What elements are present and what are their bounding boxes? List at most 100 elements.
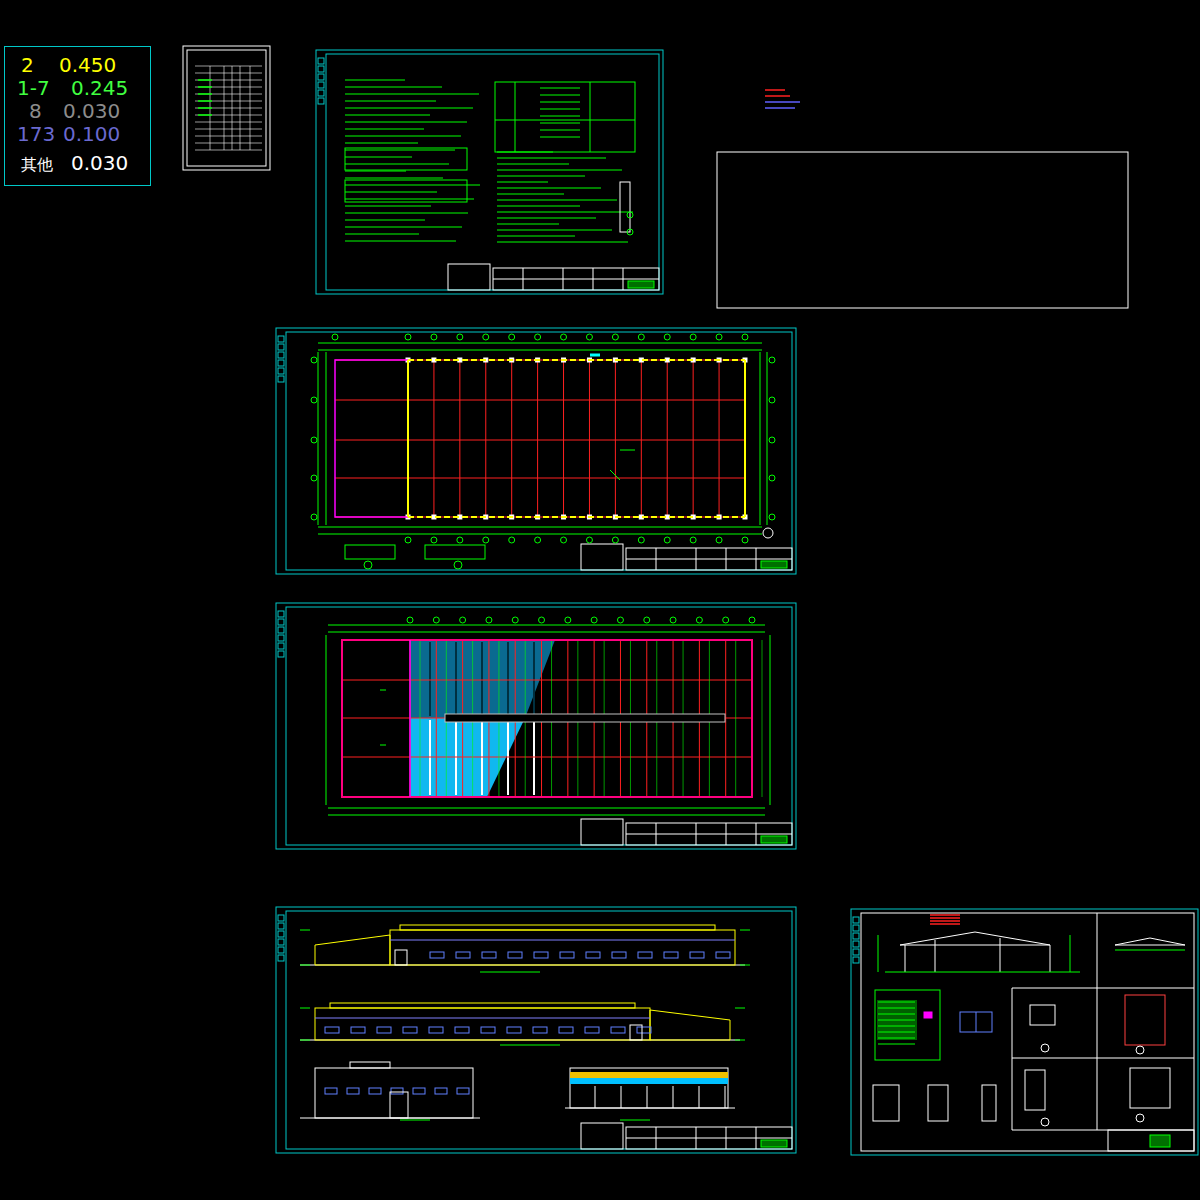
table-row bbox=[195, 143, 262, 144]
note-text-stub bbox=[497, 217, 596, 218]
table-text-stub bbox=[878, 1038, 915, 1039]
dimension-line bbox=[328, 808, 765, 809]
ground-line bbox=[565, 1108, 735, 1109]
dimension-line bbox=[318, 534, 762, 535]
axis-bubble bbox=[769, 514, 775, 520]
axis-bubble bbox=[742, 334, 748, 340]
axis-bubble bbox=[769, 397, 775, 403]
table-text-stub bbox=[878, 1002, 915, 1003]
title-underline bbox=[500, 1045, 560, 1046]
table-row bbox=[195, 66, 262, 67]
title-block-line bbox=[656, 823, 657, 845]
table-text-stub bbox=[198, 79, 212, 81]
note-stub bbox=[930, 923, 960, 925]
note-text-stub bbox=[345, 86, 442, 87]
title-block-line bbox=[756, 823, 757, 845]
window bbox=[638, 952, 652, 958]
note-text-stub bbox=[345, 79, 405, 80]
note-text-stub bbox=[345, 240, 456, 241]
table-row bbox=[195, 87, 262, 88]
finish-table bbox=[875, 990, 940, 1060]
wall-line bbox=[408, 359, 745, 361]
pen-weight-text: 0.450 bbox=[59, 55, 116, 75]
roof-band bbox=[400, 925, 715, 930]
sheet-border bbox=[316, 50, 663, 294]
table-text-stub bbox=[198, 86, 212, 88]
window bbox=[369, 1088, 381, 1094]
table-row bbox=[195, 94, 262, 95]
note-text-stub bbox=[497, 205, 580, 206]
window bbox=[455, 1027, 469, 1033]
door bbox=[630, 1025, 642, 1040]
panel-divider bbox=[1012, 988, 1194, 989]
pen-weight-text: 173 bbox=[17, 124, 55, 144]
note-stub bbox=[765, 101, 800, 103]
title-block-line bbox=[626, 834, 792, 835]
pen-weight-text: 1-7 bbox=[17, 78, 50, 98]
note-text-stub bbox=[345, 149, 455, 150]
window bbox=[430, 952, 444, 958]
panel-joint bbox=[507, 642, 509, 716]
title-underline bbox=[480, 972, 540, 973]
window bbox=[611, 1027, 625, 1033]
note-text-stub bbox=[540, 123, 580, 124]
title-block-line bbox=[593, 268, 594, 290]
detail-line bbox=[1115, 950, 1185, 951]
panel-joint bbox=[429, 642, 431, 716]
note-text-stub bbox=[497, 169, 622, 170]
axis-bubble bbox=[749, 617, 755, 623]
window bbox=[377, 1027, 391, 1033]
section-column bbox=[595, 1086, 596, 1108]
binding-strip bbox=[278, 611, 284, 617]
binding-strip bbox=[853, 949, 859, 955]
sheet-border bbox=[276, 603, 796, 849]
axis-bubble bbox=[311, 514, 317, 520]
axis-bubble bbox=[486, 617, 492, 623]
note-text-stub bbox=[345, 93, 479, 94]
title-block-line bbox=[656, 1127, 657, 1149]
note-text-stub bbox=[497, 181, 548, 182]
note-text-stub bbox=[497, 235, 575, 236]
axis-bubble bbox=[535, 537, 541, 543]
note-text-stub bbox=[345, 100, 436, 101]
binding-strip bbox=[278, 923, 284, 929]
binding-strip bbox=[278, 651, 284, 657]
grid-line bbox=[745, 360, 746, 517]
axis-bubble bbox=[561, 537, 567, 543]
note-text-stub bbox=[540, 102, 580, 103]
binding-strip bbox=[278, 619, 284, 625]
table-row bbox=[195, 80, 262, 81]
axis-bubble bbox=[431, 537, 437, 543]
note-text-stub bbox=[345, 114, 430, 115]
binding-strip bbox=[853, 917, 859, 923]
window bbox=[508, 952, 522, 958]
note-text-stub bbox=[345, 226, 462, 227]
axis-bubble bbox=[586, 334, 592, 340]
title-block-fill bbox=[628, 281, 654, 288]
grid-line bbox=[485, 360, 486, 517]
grid-line bbox=[342, 757, 752, 758]
leader-line bbox=[380, 745, 386, 746]
note-text-stub bbox=[345, 142, 418, 143]
window bbox=[456, 952, 470, 958]
note-text-stub bbox=[345, 163, 449, 164]
level-mark bbox=[735, 1040, 745, 1041]
binding-strip bbox=[318, 74, 324, 80]
title-block-line bbox=[756, 1127, 757, 1149]
axis-bubble bbox=[769, 437, 775, 443]
node-detail bbox=[1125, 995, 1165, 1045]
purlin-line bbox=[420, 640, 421, 797]
section-column bbox=[647, 1086, 648, 1108]
window bbox=[690, 952, 704, 958]
pen-weight-text: 8 bbox=[29, 101, 42, 121]
leader-line bbox=[620, 450, 635, 451]
axis-bubble bbox=[332, 334, 338, 340]
table-text-stub bbox=[198, 107, 212, 109]
roof-band bbox=[350, 1062, 390, 1068]
note-table-line bbox=[495, 120, 635, 121]
binding-strip bbox=[278, 931, 284, 937]
note-table-line bbox=[515, 82, 516, 152]
binding-strip bbox=[278, 947, 284, 953]
note-text-stub bbox=[345, 170, 406, 171]
title-block bbox=[626, 1127, 792, 1149]
